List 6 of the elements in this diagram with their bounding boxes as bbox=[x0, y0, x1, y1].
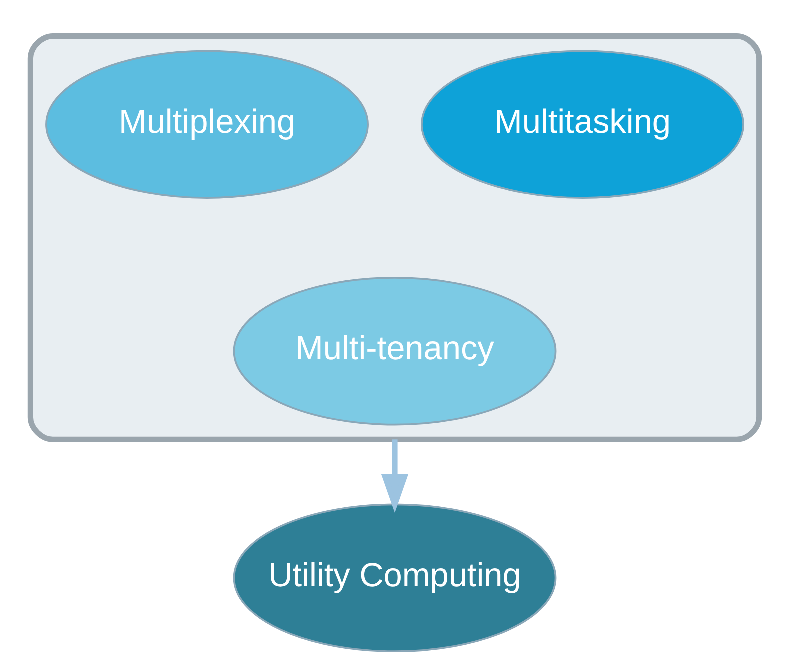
node-ellipse: Multi-tenancy bbox=[233, 276, 557, 426]
arrow bbox=[381, 439, 409, 513]
node-ellipse: Multiplexing bbox=[46, 50, 369, 198]
node-ellipse: Utility Computing bbox=[233, 503, 557, 652]
node-ellipse: Multitasking bbox=[421, 50, 744, 198]
cluster bbox=[28, 33, 762, 442]
